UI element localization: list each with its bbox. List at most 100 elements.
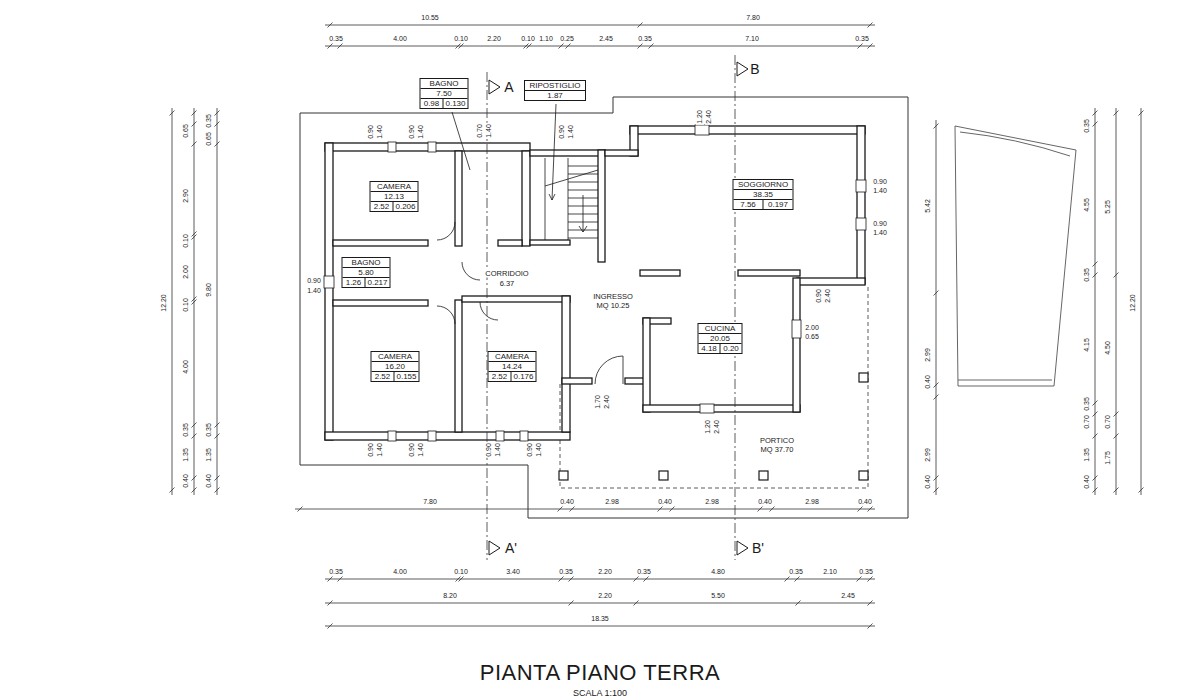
dimension-text: 0.35 (1083, 267, 1091, 283)
dimension-text: 1.40 (306, 287, 322, 295)
dimension-text: 2.40 (824, 288, 832, 304)
section-line (487, 72, 488, 560)
dimension-text: 0.40 (857, 498, 873, 506)
dimension-line (1093, 108, 1098, 495)
dimension-text: 0.40 (205, 473, 213, 489)
room-name: SOGGIORNO (734, 180, 793, 190)
dimension-text: 5.50 (710, 592, 726, 600)
dimension-text: 0.40 (182, 473, 190, 489)
window-mark (324, 125, 866, 441)
room-name: CAMERA (489, 352, 536, 362)
window-mark (520, 431, 528, 441)
room-label-box: CAMERA16.202.520.155 (371, 351, 420, 382)
dimension-text: 8.20 (442, 592, 458, 600)
dimension-text: 0.35 (182, 422, 190, 438)
window-ratio: 1.26 (343, 278, 365, 287)
section-arrow (489, 80, 500, 94)
dimension-text: 0.35 (328, 35, 344, 43)
section-arrow (737, 541, 748, 555)
ratio-row: 1.260.217 (343, 278, 390, 287)
dimension-text: 3.40 (505, 568, 521, 576)
dimension-text: 0.90 (408, 442, 416, 458)
window-ratio: 2.52 (489, 372, 511, 381)
dimension-text: 7.80 (422, 498, 438, 506)
wall (333, 240, 428, 246)
window-mark (388, 431, 396, 441)
window-mark (428, 431, 436, 441)
room-name: CAMERA (371, 182, 418, 192)
dimension-line (934, 120, 939, 495)
dimension-text: 1.40 (872, 229, 888, 237)
dimension-text: 2.00 (182, 264, 190, 280)
room-name: CORRIDOIO (484, 269, 529, 278)
room-area: 12.13 (371, 192, 418, 202)
ratio-row: 4.180.20 (699, 344, 742, 353)
room-name: 6.37 (499, 279, 516, 288)
dimension-text: 1.35 (205, 447, 213, 463)
column (759, 471, 768, 480)
window-ratio: 0.98 (421, 99, 443, 108)
room-label-box: CAMERA14.242.520.176 (488, 351, 537, 382)
dimension-text: 0.35 (637, 35, 653, 43)
window-ratio: 2.52 (372, 372, 394, 381)
dimension-text: 0.25 (559, 35, 575, 43)
dimension-text: 0.35 (858, 568, 874, 576)
dimension-line (170, 108, 175, 495)
dimension-text: 1.70 (594, 394, 602, 410)
staircase (568, 166, 598, 238)
door-swing (462, 262, 480, 280)
dimension-text: 0.35 (1083, 396, 1091, 412)
window-mark (856, 218, 866, 230)
room-name: MQ 37.70 (760, 445, 795, 454)
section-line (735, 55, 736, 560)
dimension-text: 2.90 (182, 188, 190, 204)
dimension-text: 0.40 (757, 498, 773, 506)
dimension-text: 9.80 (205, 282, 213, 298)
wall (857, 126, 865, 284)
door-swing (437, 306, 455, 324)
dimension-text: 0.90 (872, 220, 888, 228)
dimension-text: 7.80 (745, 14, 761, 22)
dimension-text: 0.70 (1083, 414, 1091, 430)
dimension-text: 0.10 (520, 35, 536, 43)
window-mark (700, 404, 714, 413)
window-ratio: 0.197 (763, 200, 793, 209)
wall (462, 296, 570, 302)
dimension-text: 0.35 (1083, 118, 1091, 134)
section-line (487, 55, 735, 560)
window-ratio: 0.130 (442, 99, 467, 108)
room-area: 20.05 (699, 334, 742, 344)
dimension-line (325, 577, 875, 582)
wall (625, 378, 645, 384)
room-area: 14.24 (489, 362, 536, 372)
window-ratio: 0.217 (364, 278, 389, 287)
section-mark: B' (752, 541, 764, 556)
dimension-text: 0.35 (558, 568, 574, 576)
dimension-text: 0.10 (182, 297, 190, 313)
scale-caption: SCALA 1:100 (573, 688, 627, 698)
side-elevation (958, 380, 1052, 381)
dimension-text: 4.00 (392, 568, 408, 576)
room-name: INGRESSO (592, 292, 634, 301)
dimension-text: 1.35 (182, 447, 190, 463)
dimension-text: 5.25 (1104, 199, 1112, 215)
window-mark (496, 431, 504, 441)
wall (455, 151, 462, 246)
dimension-text: 1.40 (417, 124, 425, 140)
ratio-row: 2.520.155 (372, 372, 419, 381)
dimension-text: 2.40 (713, 419, 721, 435)
window-mark (428, 142, 436, 152)
staircase (545, 158, 568, 240)
wall (522, 151, 530, 246)
section-mark: B (750, 62, 759, 77)
wall (325, 432, 570, 440)
wall (797, 278, 865, 285)
dimension-text: 2.40 (603, 394, 611, 410)
dimension-text: 0.35 (205, 113, 213, 129)
dimension-text: 2.99 (924, 447, 932, 463)
window-mark (324, 276, 334, 288)
wall (640, 270, 680, 276)
wall (333, 300, 428, 306)
dimension-text: 0.65 (804, 333, 820, 341)
